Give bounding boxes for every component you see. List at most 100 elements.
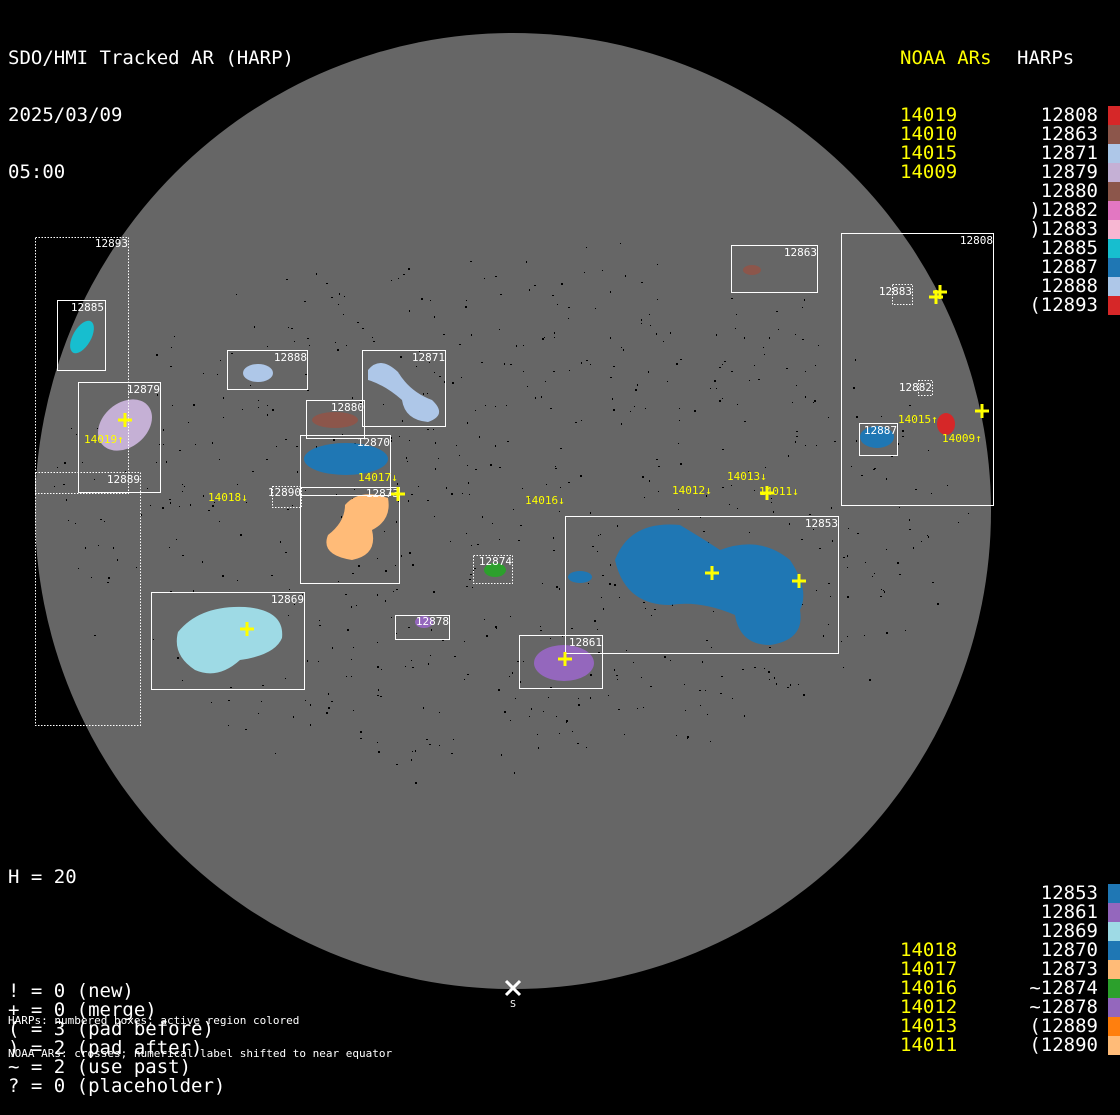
color-swatch (1108, 258, 1120, 277)
harp-box-12873 (300, 487, 400, 584)
speckle (843, 667, 844, 668)
speckle (678, 509, 679, 510)
noaa-number: 14010 (900, 123, 958, 145)
region-12853 (615, 524, 804, 645)
speckle (947, 485, 948, 486)
noaa-label: 14017↓ (358, 471, 398, 484)
speckle (654, 609, 656, 610)
speckle (419, 351, 420, 352)
speckle (909, 519, 910, 521)
speckle (680, 359, 682, 360)
speckle (337, 349, 339, 351)
speckle (351, 659, 352, 660)
speckle (538, 747, 539, 749)
speckle (193, 404, 195, 406)
speckle (618, 709, 620, 710)
speckle (450, 541, 451, 542)
speckle (512, 672, 513, 674)
speckle (522, 488, 523, 489)
speckle (208, 510, 210, 511)
speckle (571, 628, 573, 629)
speckle (529, 716, 530, 717)
speckle (338, 581, 339, 582)
speckle (680, 463, 682, 465)
speckle (339, 293, 340, 295)
speckle (559, 511, 560, 512)
speckle (765, 467, 766, 468)
speckle (471, 334, 472, 336)
speckle (679, 408, 680, 409)
speckle (412, 751, 413, 752)
noaa-number: 14013 (900, 1015, 958, 1037)
harp-number: (12889 (1029, 1015, 1098, 1037)
speckle (510, 616, 511, 617)
speckle (584, 272, 585, 273)
speckle (267, 414, 268, 416)
speckle (434, 372, 435, 373)
speckle (670, 660, 671, 661)
speckle (470, 261, 472, 262)
speckle (754, 365, 755, 366)
color-swatch (1108, 1017, 1120, 1036)
speckle (816, 590, 817, 591)
harp-number: )12883 (1029, 218, 1098, 240)
legend-row: )12883 (900, 220, 1120, 239)
harp-number: 12871 (1040, 142, 1098, 164)
speckle (352, 573, 354, 574)
harp-label: 12873 (366, 487, 399, 500)
speckle (328, 707, 330, 709)
noaa-label: 14018↓ (208, 491, 248, 504)
speckle (462, 493, 463, 494)
harp-box-12880 (306, 400, 365, 439)
speckle (439, 712, 440, 713)
color-swatch (1108, 998, 1120, 1017)
speckle (427, 393, 428, 394)
speckle (613, 409, 615, 411)
speckle (754, 667, 756, 668)
speckle (353, 710, 354, 711)
speckle (550, 408, 552, 409)
speckle (548, 697, 549, 698)
harp-label: 12885 (71, 301, 104, 314)
speckle (231, 353, 233, 354)
speckle (254, 326, 255, 328)
speckle (141, 514, 142, 516)
harp-number: (12893 (1029, 294, 1098, 316)
harp-box-12874 (473, 555, 513, 584)
solar-disk-map: 12893 12885 12879 12889 12888 12871 1288… (35, 33, 994, 1010)
speckle (412, 667, 414, 668)
noaa-label: 14015↑ (898, 413, 938, 426)
speckle (485, 405, 486, 406)
speckle (722, 364, 723, 365)
speckle (117, 559, 118, 561)
speckle (705, 690, 706, 691)
speckle (620, 243, 621, 244)
speckle (285, 439, 287, 440)
speckle (814, 400, 816, 402)
south-label: S (510, 999, 516, 1010)
harp-label: 12878 (416, 615, 449, 628)
noaa-cross (760, 486, 774, 500)
speckle (891, 456, 893, 457)
harp-number: 12869 (1040, 920, 1098, 942)
speckle (310, 704, 311, 706)
speckle (331, 701, 333, 702)
speckle (719, 400, 721, 402)
speckle (556, 716, 557, 717)
legend-row: 14016~12874 (900, 979, 1120, 998)
date: 2025/03/09 (8, 104, 123, 126)
speckle (292, 505, 293, 506)
speckle (581, 420, 582, 421)
speckle (663, 341, 664, 342)
noaa-number: 14015 (900, 142, 958, 164)
harp-number: 12880 (1040, 180, 1098, 202)
speckle (381, 669, 382, 670)
speckle (446, 487, 447, 489)
speckle (66, 499, 67, 501)
speckle (477, 544, 479, 545)
speckle (125, 471, 126, 472)
speckle (156, 462, 157, 463)
speckle (509, 564, 510, 565)
speckle (804, 299, 805, 301)
speckle (346, 676, 347, 677)
